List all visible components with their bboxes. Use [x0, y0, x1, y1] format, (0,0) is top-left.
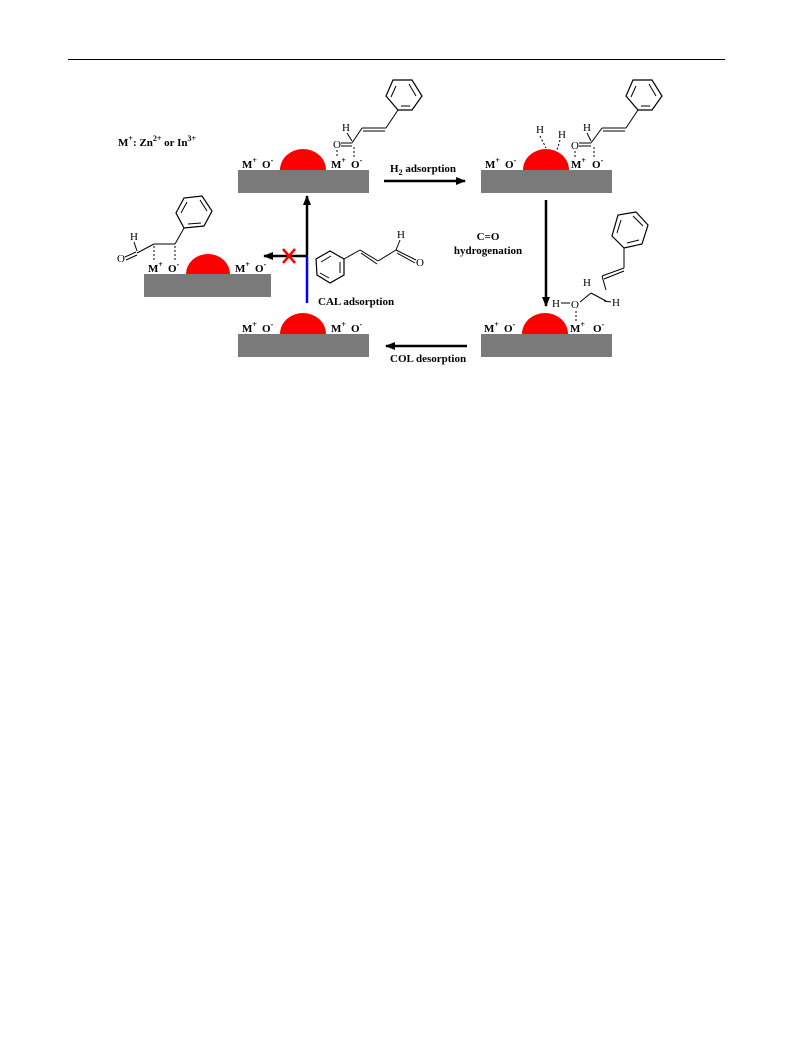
- metal-ion-label: M+: [242, 156, 257, 171]
- phenyl-ring: [385, 79, 423, 111]
- metal-particle: [280, 313, 326, 334]
- metal-ion-label: M+: [235, 260, 250, 275]
- metal-ion-label: M+: [484, 320, 499, 335]
- phenyl-ring: [175, 195, 213, 229]
- hydrogen-atom: H: [583, 277, 591, 289]
- phenyl-ring: [315, 250, 345, 284]
- panel-clean-surface: M+ O- M+ O-: [238, 313, 369, 357]
- metal-ion-label: M+: [331, 156, 346, 171]
- metal-ion-label: M+: [242, 320, 257, 335]
- oxide-ion-label: O-: [351, 156, 363, 171]
- metal-ion-label: M+: [331, 320, 346, 335]
- label-co-hydrogenation-1: C=O: [477, 231, 500, 243]
- cal-molecule: H O: [315, 229, 424, 284]
- oxide-ion-label: O-: [592, 156, 604, 171]
- metal-particle: [522, 313, 568, 334]
- oxide-ion-label: O-: [262, 156, 274, 171]
- metal-ion-label: M+: [485, 156, 500, 171]
- hydrogen-atom: H: [342, 122, 350, 134]
- metal-ion-label: M+: [570, 320, 585, 335]
- oxide-ion-label: O-: [262, 320, 274, 335]
- support-surface: [238, 334, 369, 357]
- oxygen-atom: O: [416, 257, 424, 269]
- label-col-desorption: COL desorption: [390, 353, 466, 365]
- hydrogen-atom: H: [558, 129, 566, 141]
- metal-ion-label: M+: [571, 156, 586, 171]
- hydrogen-atom: H: [536, 124, 544, 136]
- support-surface: [144, 274, 271, 297]
- support-surface: [481, 334, 612, 357]
- metal-particle: [280, 149, 326, 170]
- oxide-ion-label: O-: [351, 320, 363, 335]
- metal-particle: [523, 149, 569, 170]
- header-rule: [68, 59, 725, 60]
- oxide-ion-label: O-: [593, 320, 605, 335]
- hydrogen-atom: H: [552, 298, 560, 310]
- hydrogen-atom: H: [397, 229, 405, 241]
- metal-ion-label: M+: [148, 260, 163, 275]
- hydrogen-atom: H: [130, 231, 138, 243]
- hydrogen-atom: H: [612, 297, 620, 309]
- support-surface: [481, 170, 612, 193]
- oxygen-atom: O: [571, 299, 579, 311]
- panel-cc-adsorbed: M+ O- M+ O- O H: [117, 195, 271, 297]
- phenyl-ring: [611, 211, 649, 249]
- oxygen-atom: O: [117, 253, 125, 265]
- oxygen-atom: O: [571, 140, 579, 152]
- oxide-ion-label: O-: [255, 260, 267, 275]
- oxide-ion-label: O-: [505, 156, 517, 171]
- panel-col-formed: M+ O- M+ O- H O H H: [481, 211, 649, 357]
- label-h2-adsorption: H2 adsorption: [390, 163, 456, 177]
- support-surface: [238, 170, 369, 193]
- oxide-ion-label: O-: [504, 320, 516, 335]
- hydrogen-atom: H: [583, 122, 591, 134]
- label-cal-adsorption: CAL adsorption: [318, 296, 394, 308]
- oxygen-atom: O: [333, 139, 341, 151]
- blocked-cross-icon: [282, 248, 296, 264]
- panel-cal-adsorbed: M+ O- M+ O- O H: [238, 79, 423, 193]
- oxide-ion-label: O-: [168, 260, 180, 275]
- metal-particle: [186, 254, 230, 274]
- phenyl-ring: [625, 79, 663, 111]
- label-co-hydrogenation-2: hydrogenation: [454, 245, 522, 257]
- legend-metal-cations: M+: Zn2+ or In3+: [118, 134, 196, 149]
- panel-h2-adsorbed: M+ O- M+ O- H H O H: [481, 79, 663, 193]
